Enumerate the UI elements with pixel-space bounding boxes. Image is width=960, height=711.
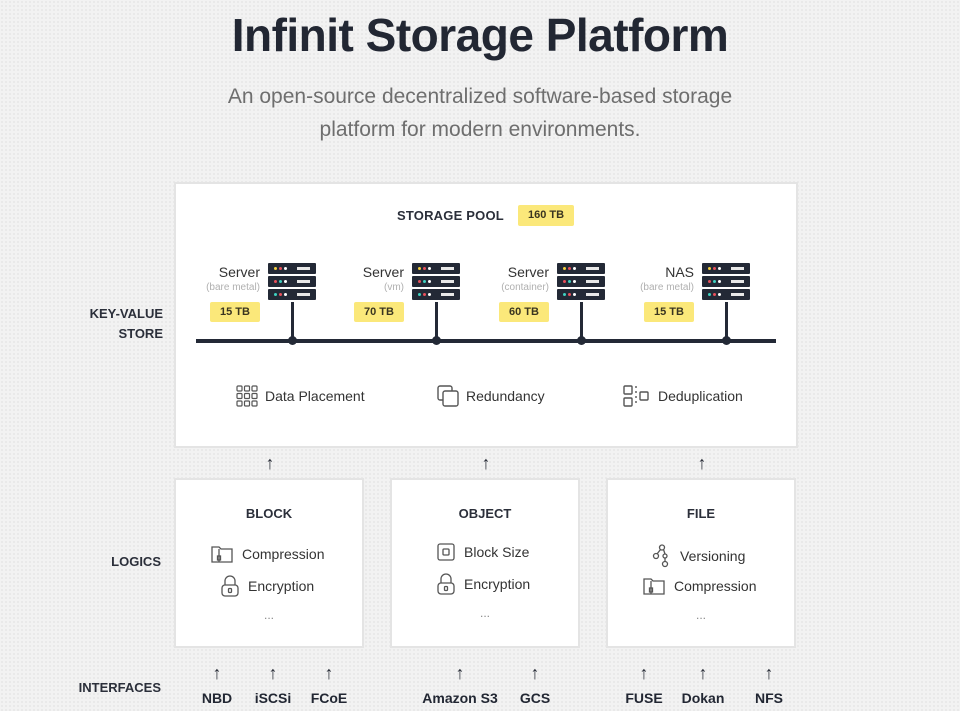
arrow-up-icon: ↑	[698, 663, 708, 683]
network-bus	[196, 339, 776, 343]
dedup-icon	[622, 384, 652, 408]
interface-label: FUSE	[625, 690, 663, 706]
logic-item-label: Versioning	[680, 548, 746, 564]
node-type: (vm)	[384, 282, 404, 293]
storage-pool-label: STORAGE POOL	[397, 208, 504, 223]
compression-icon	[210, 544, 234, 564]
arrow-up-icon: ↑	[697, 453, 707, 473]
logic-item-label: Encryption	[464, 576, 531, 592]
logic-item: Compression	[210, 544, 324, 564]
server-rack-icon	[268, 263, 316, 302]
interface-label: Dokan	[681, 690, 725, 706]
arrow-up-icon: ↑	[268, 663, 278, 683]
logic-item-label: Compression	[242, 546, 325, 562]
page-subtitle: An open-source decentralized software-ba…	[200, 80, 760, 146]
feature-label: Deduplication	[658, 388, 743, 404]
node-connector	[725, 302, 728, 340]
node-capacity-badge: 15 TB	[644, 302, 694, 322]
feature-label: Redundancy	[466, 388, 545, 404]
more-ellipsis: ...	[263, 608, 274, 622]
logic-panel-block: BLOCK Compression Encryption ...	[174, 478, 364, 648]
more-ellipsis: ...	[695, 608, 706, 622]
node-name: NAS	[665, 264, 694, 280]
arrow-up-icon: ↑	[764, 663, 774, 683]
node-name: Server	[507, 264, 549, 280]
interface-label: FCoE	[310, 690, 348, 706]
node-type: (container)	[501, 282, 549, 293]
node-connector	[291, 302, 294, 340]
logic-item: Encryption	[220, 574, 314, 598]
page-title: Infinit Storage Platform	[231, 9, 729, 61]
arrow-up-icon: ↑	[481, 453, 491, 473]
server-rack-icon	[557, 263, 605, 302]
arrow-up-icon: ↑	[265, 453, 275, 473]
key-value-label-line-1: KEY-VALUE	[89, 306, 163, 321]
logics-label: LOGICS	[111, 554, 161, 569]
lock-icon	[436, 572, 456, 596]
block-size-icon	[436, 542, 456, 562]
key-value-store-panel	[174, 182, 798, 448]
node-type: (bare metal)	[640, 282, 694, 293]
node-type: (bare metal)	[206, 282, 260, 293]
versioning-icon	[652, 544, 672, 568]
node-connector	[580, 302, 583, 340]
interface-label: NBD	[201, 690, 233, 706]
logic-title: FILE	[686, 506, 716, 521]
interfaces-label: INTERFACES	[78, 680, 161, 695]
arrow-up-icon: ↑	[455, 663, 465, 683]
node-capacity-badge: 60 TB	[499, 302, 549, 322]
interface-label: Amazon S3	[422, 690, 498, 706]
feature-label: Data Placement	[265, 388, 365, 404]
logic-item-label: Compression	[674, 578, 757, 594]
lock-icon	[220, 574, 240, 598]
arrow-up-icon: ↑	[530, 663, 540, 683]
logic-panel-file: FILE Versioning Compression ...	[606, 478, 796, 648]
arrow-up-icon: ↑	[324, 663, 334, 683]
logic-panel-object: OBJECT Block Size Encryption ...	[390, 478, 580, 648]
logic-item: Compression	[642, 576, 756, 596]
grid-icon	[235, 384, 259, 408]
arrow-up-icon: ↑	[212, 663, 222, 683]
logic-item: Versioning	[652, 544, 745, 568]
copy-icon	[436, 384, 460, 408]
interface-label: iSCSi	[254, 690, 292, 706]
interface-label: GCS	[519, 690, 551, 706]
logic-item-label: Encryption	[248, 578, 315, 594]
subtitle-line-2: platform for modern environments.	[319, 118, 641, 141]
feature-data-placement: Data Placement	[235, 384, 365, 408]
key-value-store-label: KEY-VALUE STORE	[60, 304, 163, 344]
logic-item-label: Block Size	[464, 544, 530, 560]
server-rack-icon	[412, 263, 460, 302]
node-name: Server	[362, 264, 404, 280]
key-value-label-line-2: STORE	[118, 326, 163, 341]
logic-item: Encryption	[436, 572, 530, 596]
interface-label: NFS	[755, 690, 783, 706]
node-connector	[435, 302, 438, 340]
storage-pool-capacity-badge: 160 TB	[518, 205, 574, 226]
feature-redundancy: Redundancy	[436, 384, 545, 408]
node-name: Server	[218, 264, 260, 280]
compression-icon	[642, 576, 666, 596]
logic-title: BLOCK	[245, 506, 293, 521]
node-capacity-badge: 70 TB	[354, 302, 404, 322]
logic-item: Block Size	[436, 542, 529, 562]
more-ellipsis: ...	[479, 606, 490, 620]
feature-deduplication: Deduplication	[622, 384, 743, 408]
server-rack-icon	[702, 263, 750, 302]
logic-title: OBJECT	[458, 506, 512, 521]
arrow-up-icon: ↑	[639, 663, 649, 683]
node-capacity-badge: 15 TB	[210, 302, 260, 322]
subtitle-line-1: An open-source decentralized software-ba…	[227, 85, 733, 108]
